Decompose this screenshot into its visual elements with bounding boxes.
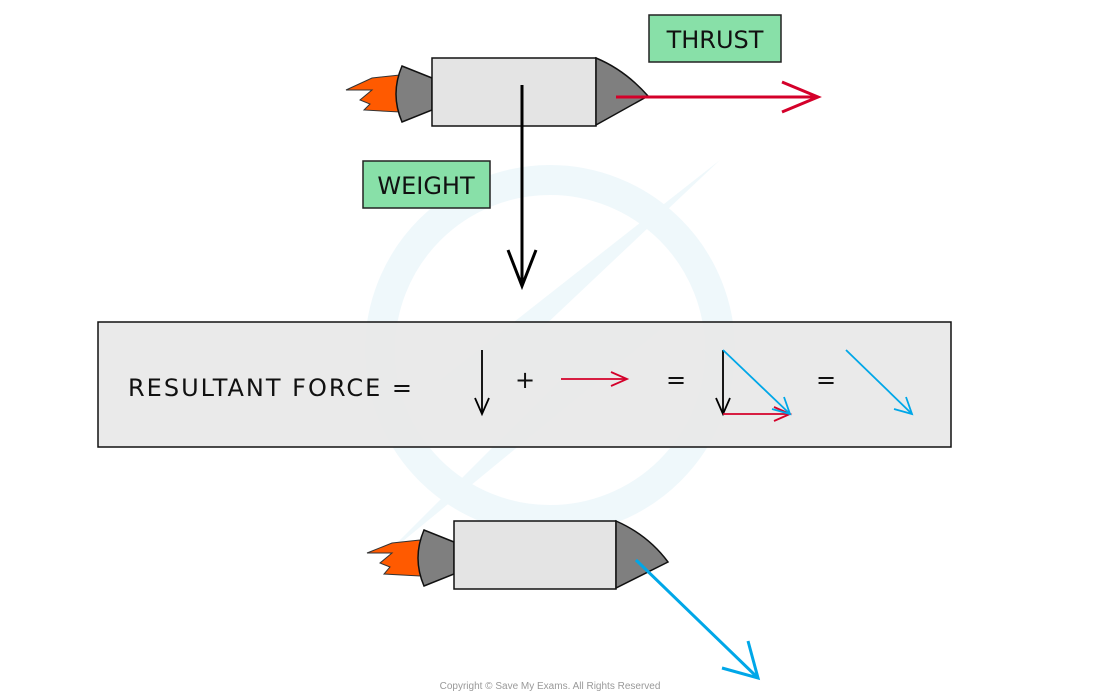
copyright-text: Copyright © Save My Exams. All Rights Re… — [440, 681, 661, 692]
thrust-vector — [561, 371, 630, 387]
equation-text: RESULTANT FORCE = — [128, 374, 414, 402]
equals-sign-1: = — [666, 366, 686, 394]
rocket-bottom — [366, 519, 670, 590]
rocket-body — [453, 520, 617, 590]
vector-triangle — [715, 349, 793, 422]
equation-panel: RESULTANT FORCE = + = = — [97, 321, 952, 448]
thrust-label-text: THRUST — [666, 26, 764, 54]
thrust-arrow — [616, 80, 822, 114]
weight-arrow — [506, 85, 538, 291]
rocket-nozzle — [417, 529, 455, 587]
resultant-arrow — [634, 558, 761, 681]
resultant-vector — [845, 349, 914, 416]
equals-sign-2: = — [816, 366, 836, 394]
weight-label: WEIGHT — [362, 160, 491, 209]
flame — [366, 539, 421, 577]
rocket-cone — [595, 56, 650, 127]
rocket-top — [345, 56, 650, 127]
thrust-label: THRUST — [648, 14, 782, 63]
weight-vector — [474, 350, 490, 417]
rocket-body — [431, 57, 597, 127]
plus-sign: + — [515, 366, 535, 394]
rocket-nozzle — [395, 65, 433, 123]
rocket-cone — [615, 519, 670, 590]
flame — [345, 74, 401, 113]
weight-label-text: WEIGHT — [377, 172, 475, 200]
